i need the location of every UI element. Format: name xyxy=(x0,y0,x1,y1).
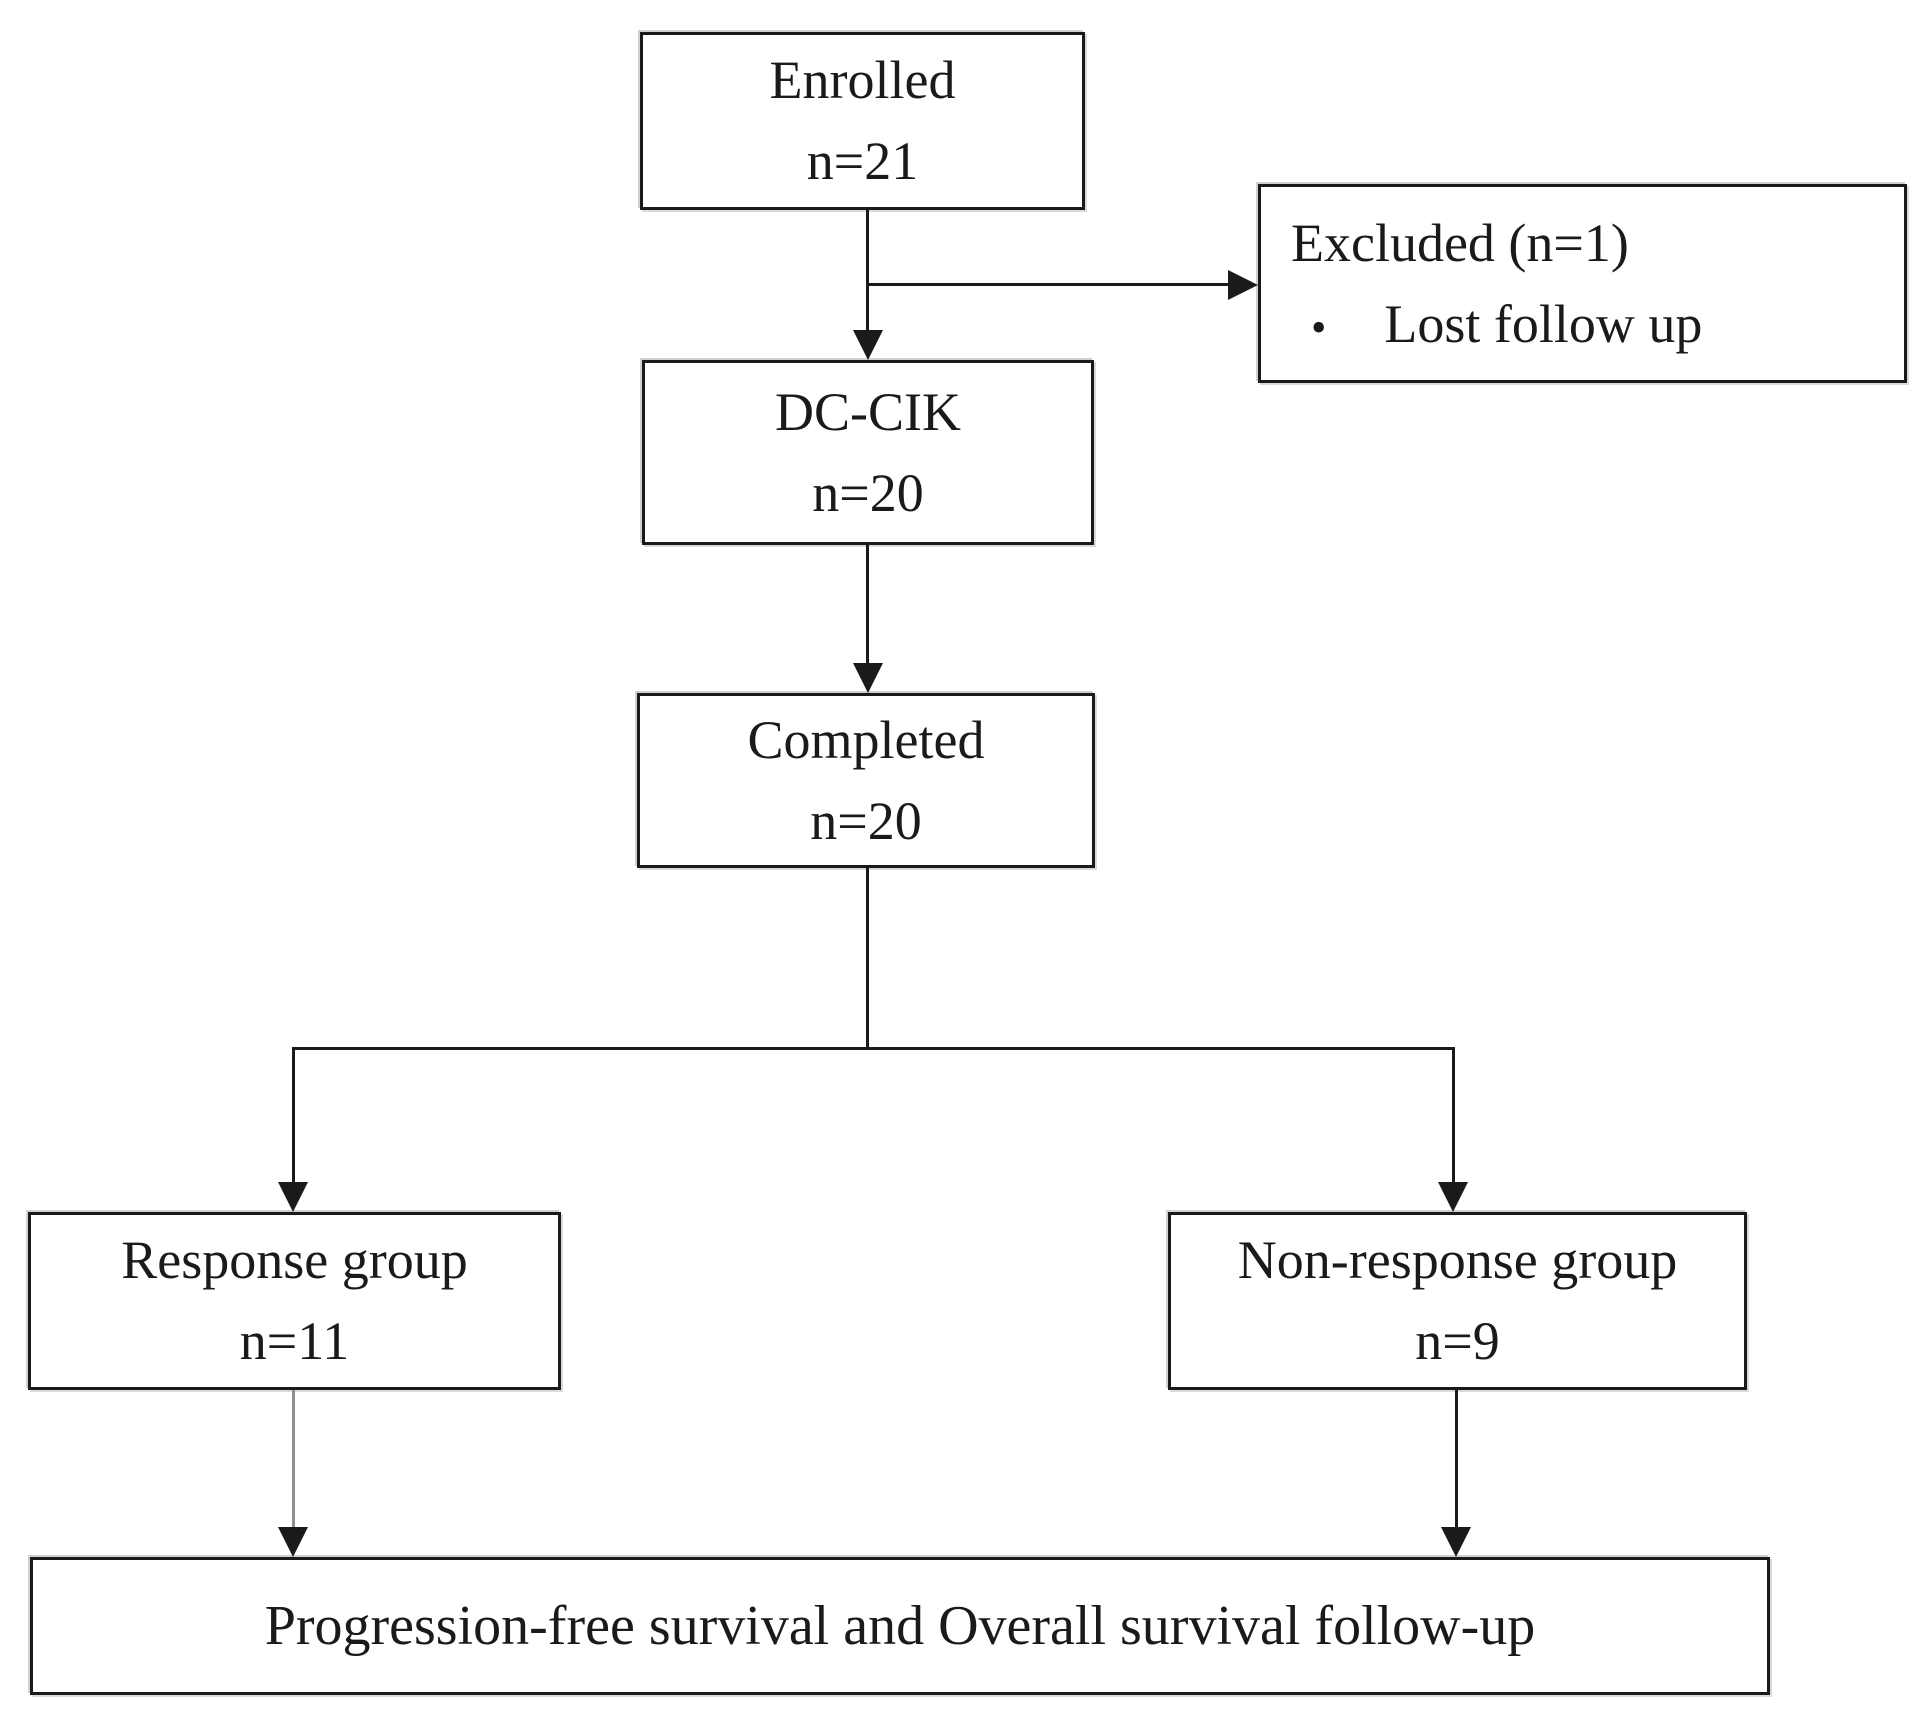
node-dc-cik-count: n=20 xyxy=(812,462,924,523)
node-excluded-reason: Lost follow up xyxy=(1384,293,1703,354)
node-dc-cik-label: DC-CIK xyxy=(775,381,961,442)
node-followup: Progression-free survival and Overall su… xyxy=(30,1557,1770,1695)
node-enrolled-count: n=21 xyxy=(806,131,919,191)
arrow-down-icon xyxy=(278,1182,308,1212)
arrow-right-icon xyxy=(1228,270,1258,300)
node-excluded-label: Excluded (n=1) xyxy=(1291,212,1629,273)
node-enrolled-label: Enrolled xyxy=(769,50,956,110)
connector-split-to-nonresponse xyxy=(1452,1047,1455,1184)
connector-response-to-followup xyxy=(292,1390,295,1529)
bullet-icon: • xyxy=(1311,302,1327,352)
node-excluded-reason-row: • Lost follow up xyxy=(1311,284,1702,365)
node-followup-label: Progression-free survival and Overall su… xyxy=(264,1595,1536,1657)
node-dc-cik: DC-CIK n=20 xyxy=(642,360,1094,545)
node-non-response-group-count: n=9 xyxy=(1415,1311,1500,1371)
connector-completed-to-split xyxy=(866,868,869,1049)
connector-dccik-to-completed xyxy=(866,545,869,665)
connector-split-to-response xyxy=(292,1047,295,1184)
arrow-down-icon xyxy=(278,1527,308,1557)
connector-enrolled-to-dccik xyxy=(866,210,869,332)
node-completed-count: n=20 xyxy=(810,790,922,851)
node-response-group-label: Response group xyxy=(121,1230,468,1290)
connector-split-horizontal xyxy=(293,1047,1455,1050)
connector-nonresponse-to-followup xyxy=(1455,1390,1458,1529)
node-completed-label: Completed xyxy=(747,709,985,770)
arrow-down-icon xyxy=(853,330,883,360)
node-non-response-group-label: Non-response group xyxy=(1237,1230,1678,1290)
arrow-down-icon xyxy=(1438,1182,1468,1212)
connector-enrolled-to-excluded xyxy=(868,283,1230,286)
node-excluded: Excluded (n=1) • Lost follow up xyxy=(1258,184,1907,383)
node-non-response-group: Non-response group n=9 xyxy=(1168,1212,1747,1390)
node-response-group: Response group n=11 xyxy=(28,1212,561,1390)
node-response-group-count: n=11 xyxy=(239,1311,350,1371)
node-completed: Completed n=20 xyxy=(637,693,1095,868)
arrow-down-icon xyxy=(853,663,883,693)
node-enrolled: Enrolled n=21 xyxy=(640,32,1085,210)
arrow-down-icon xyxy=(1441,1527,1471,1557)
